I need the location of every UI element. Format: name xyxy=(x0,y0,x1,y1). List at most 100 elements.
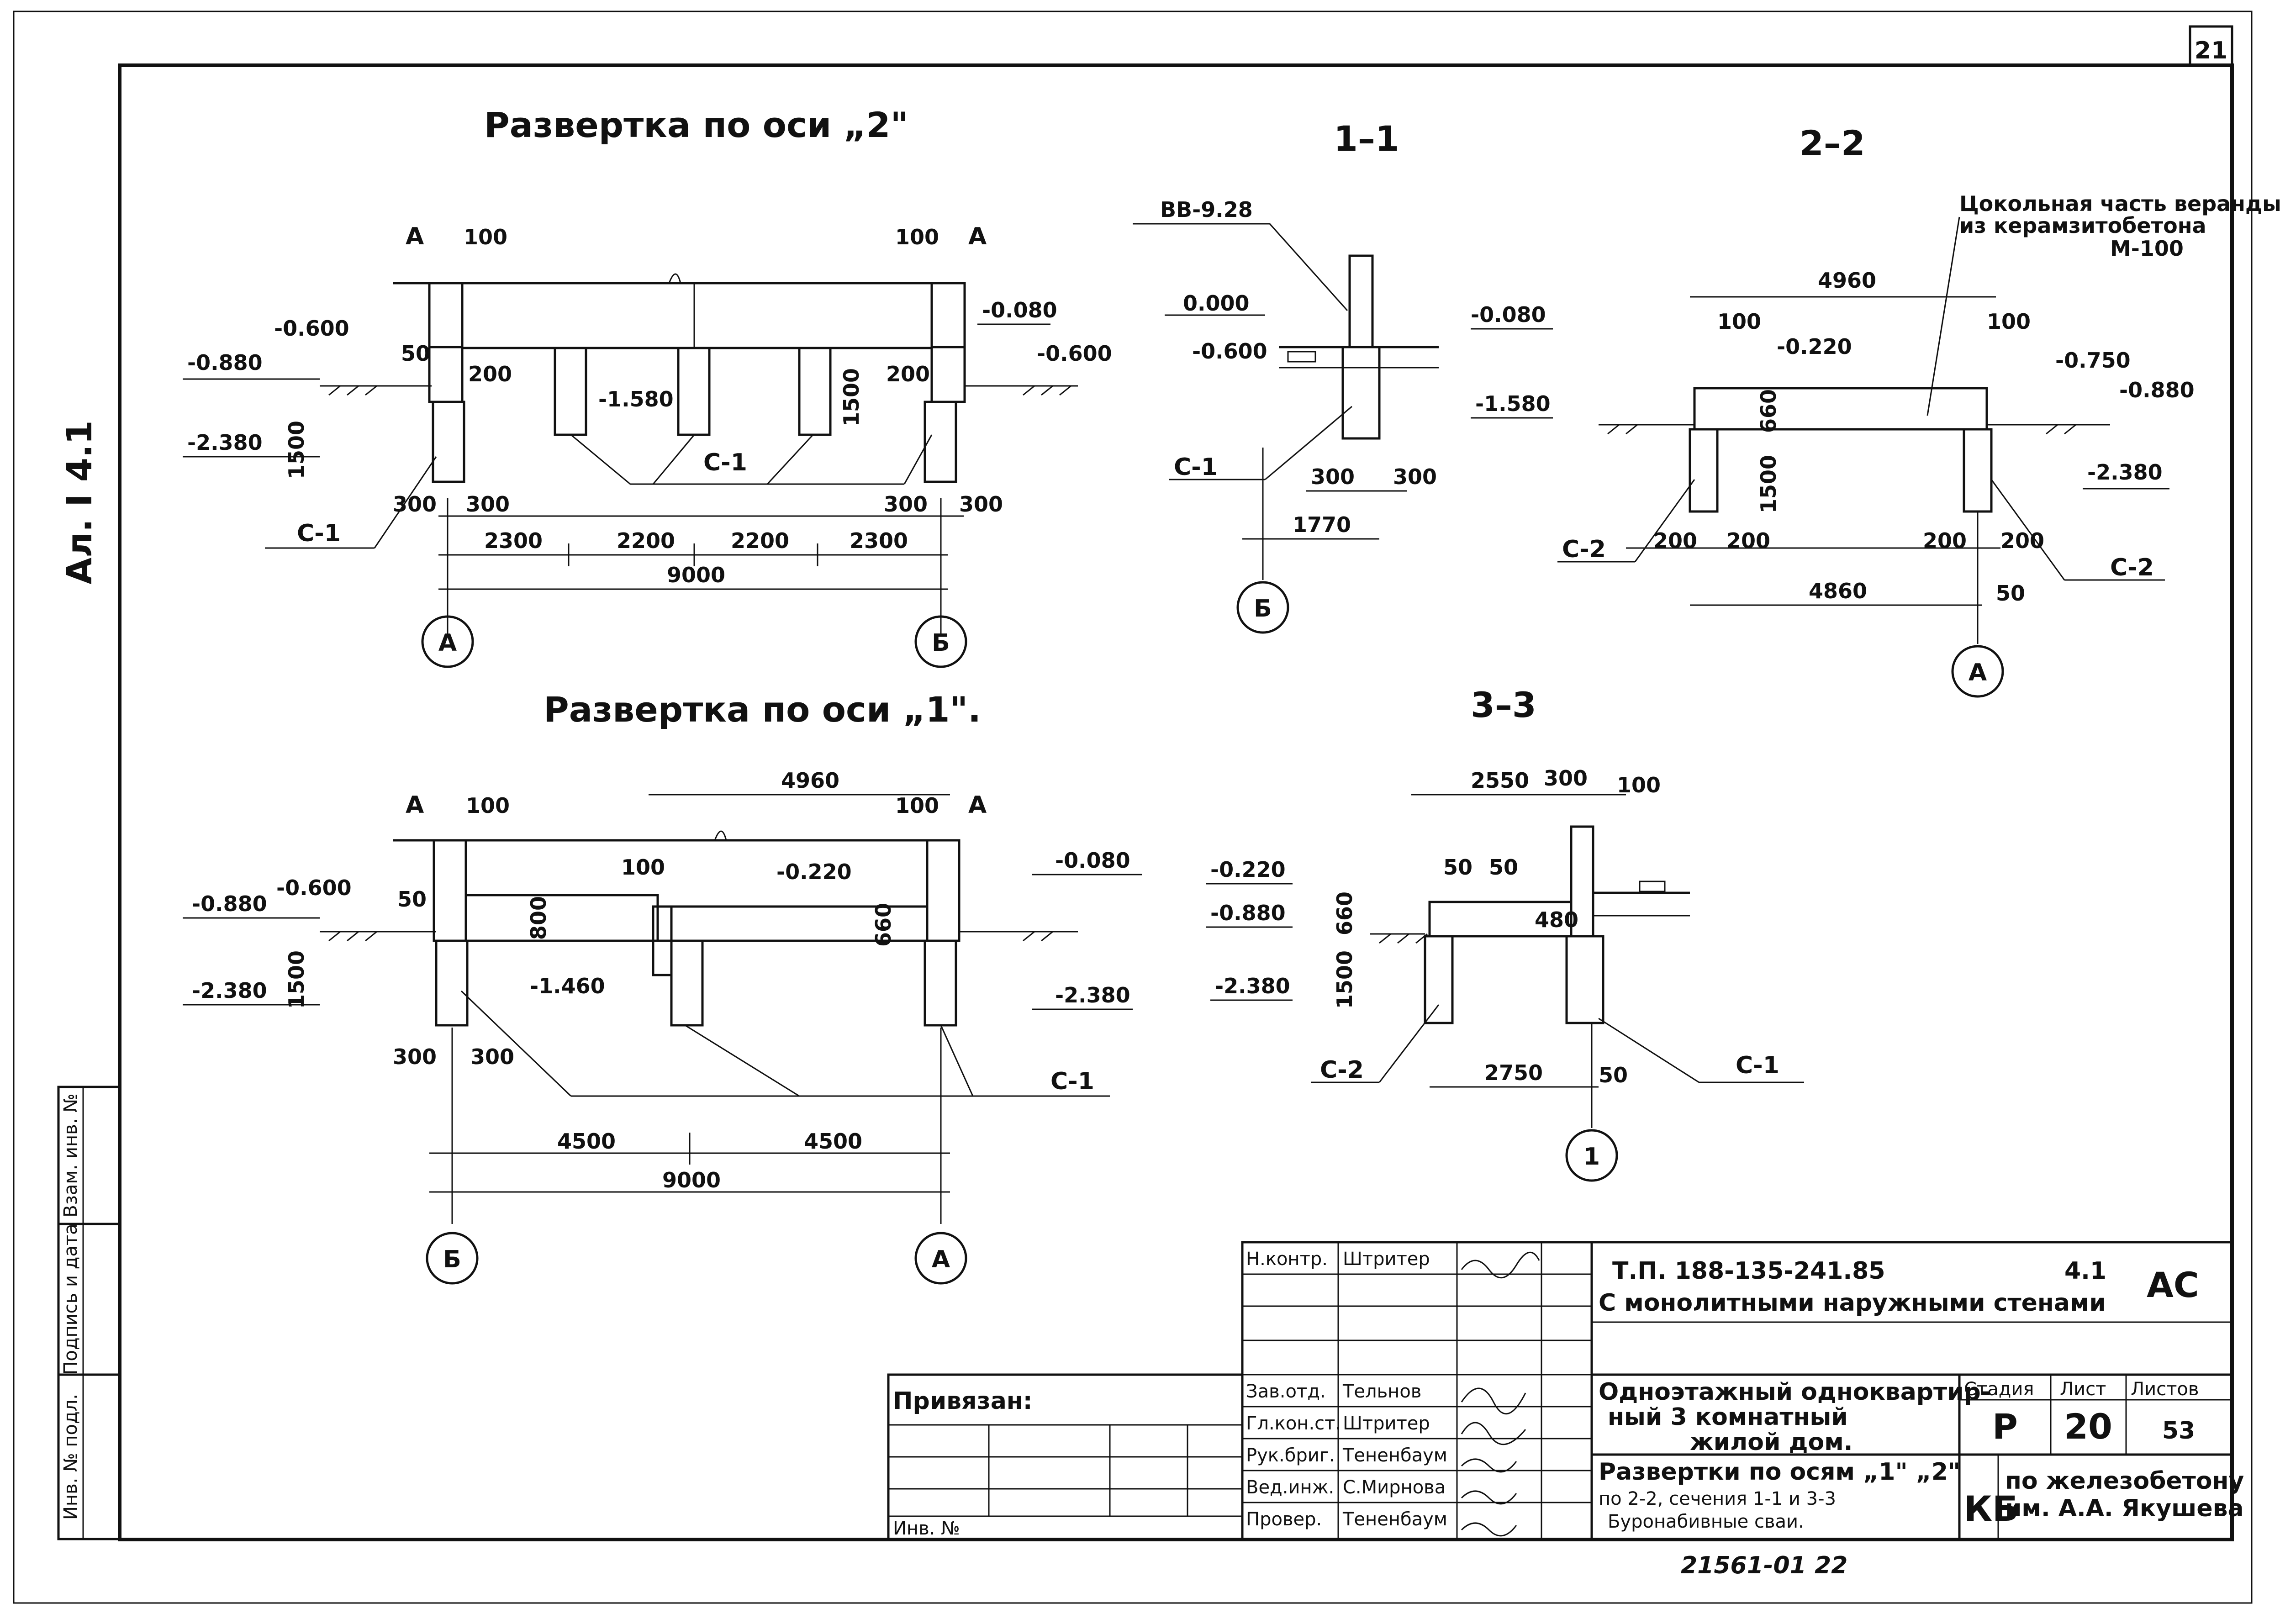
sec22-mark-c2-left: С-2 xyxy=(1562,536,1606,563)
sec11-level-0080: -0.080 xyxy=(1471,302,1546,327)
sec22-dim-660: 660 xyxy=(1756,389,1781,433)
elev1-dim-660: 660 xyxy=(871,903,896,947)
elev1-level-0880: -0.880 xyxy=(192,891,267,916)
tb-drawing-line3: Буронабивные сваи. xyxy=(1608,1511,1804,1532)
sec33-dim-50a: 50 xyxy=(1443,855,1472,880)
sec33-dim-50b: 50 xyxy=(1489,855,1518,880)
sec22-dim-4960: 4960 xyxy=(1818,268,1876,293)
elev1-level-1460: -1.460 xyxy=(530,974,605,998)
tb-object-line2: ный 3 комнатный xyxy=(1608,1403,1848,1431)
tb-tied-label: Привязан: xyxy=(893,1387,1033,1415)
elev2-dim-1500b: 1500 xyxy=(839,368,864,427)
sec22-dim-200d: 200 xyxy=(2000,528,2044,553)
elev2-dim-2200a: 2200 xyxy=(617,528,675,553)
elev2-level-0600-left: -0.600 xyxy=(274,316,349,341)
sec33-dim-660: 660 xyxy=(1332,891,1357,935)
sec33-dim-2750: 2750 xyxy=(1484,1060,1543,1085)
sec11-dim-300b: 300 xyxy=(1393,464,1437,489)
sec11-dim-300a: 300 xyxy=(1311,464,1355,489)
sec22-dim-1500: 1500 xyxy=(1756,455,1781,513)
elev2-level-2380: -2.380 xyxy=(187,430,263,455)
elev1-level-0080: -0.080 xyxy=(1055,848,1130,873)
tb-name-5: Тененбаум xyxy=(1342,1445,1447,1466)
section-2-2: 2–2 Цокольная часть веранды из керамзито… xyxy=(1557,123,2280,698)
elevation-axis-2: Развертка по оси „2" С-1 С-1 xyxy=(183,105,1112,668)
elev1-dim-300b: 300 xyxy=(470,1044,514,1069)
elev2-dim-100a: 100 xyxy=(464,225,507,249)
sec22-axis-bubble xyxy=(1951,645,2004,698)
elev1-title: Развертка по оси „1". xyxy=(544,689,981,730)
elev1-dim-300a: 300 xyxy=(393,1044,437,1069)
signature-3 xyxy=(1461,1422,1526,1445)
sec11-level-0000: 0.000 xyxy=(1183,291,1250,316)
elev1-dim-800: 800 xyxy=(526,896,551,940)
sheet-number-box xyxy=(2189,25,2233,67)
elev1-mark-c1: С-1 xyxy=(1050,1068,1094,1095)
tb-subtitle: С монолитными наружными стенами xyxy=(1599,1289,2106,1317)
sec22-dim-100a: 100 xyxy=(1717,309,1761,334)
elev1-level-2380-right: -2.380 xyxy=(1055,983,1130,1007)
sec22-title: 2–2 xyxy=(1800,123,1865,163)
elev1-level-0220: -0.220 xyxy=(776,859,852,884)
stamp-inv-podl: Инв. № подл. xyxy=(60,1394,81,1520)
elev1-dim-1500: 1500 xyxy=(284,950,309,1009)
tb-inv-label: Инв. № xyxy=(893,1518,960,1539)
elev2-dim-300d: 300 xyxy=(959,492,1003,517)
sec22-note-2: из керамзитобетона xyxy=(1959,213,2206,238)
elev1-axis-letter-a: A xyxy=(406,791,424,819)
side-stamp: Инв. № подл. Подпись и дата Взам. инв. № xyxy=(57,1086,121,1540)
signature-4 xyxy=(1461,1458,1517,1473)
tb-org-line2: им. А.А. Якушева xyxy=(2005,1495,2244,1522)
elev2-axis-letter-a: A xyxy=(406,223,424,250)
tb-sheet-header: Лист xyxy=(2060,1379,2106,1400)
tb-role-4: Гл.кон.ст. xyxy=(1246,1413,1341,1434)
sec22-dim-200a: 200 xyxy=(1653,528,1697,553)
elev2-axis-a-bubble xyxy=(421,615,474,668)
sec33-dim-1500: 1500 xyxy=(1332,950,1357,1009)
elev2-level-0880: -0.880 xyxy=(187,350,263,375)
section-3-3: 3–3 2550 300 100 50 50 660 480 1500 -0.2… xyxy=(1206,685,1804,1182)
elev2-dim-200b: 200 xyxy=(886,362,930,386)
tb-drawing-line1: Развертки по осям „1" „2" xyxy=(1599,1458,1960,1486)
elev1-axis-a: А xyxy=(932,1246,950,1273)
elev2-dim-300b: 300 xyxy=(466,492,510,517)
elev1-dim-4500a: 4500 xyxy=(557,1129,616,1154)
elev1-dim-4500b: 4500 xyxy=(804,1129,862,1154)
elev1-dim-50: 50 xyxy=(397,887,427,912)
tb-org-line1: по железобетону xyxy=(2005,1467,2244,1495)
elev2-dim-300c: 300 xyxy=(884,492,928,517)
sec11-bb-label: ВВ-9.28 xyxy=(1160,197,1253,222)
sec33-dim-300: 300 xyxy=(1544,766,1588,791)
elev1-dim-9000: 9000 xyxy=(662,1168,721,1192)
signature-1 xyxy=(1461,1251,1540,1279)
elev2-mark-c1-center: С-1 xyxy=(703,449,747,476)
tb-stage: Р xyxy=(1992,1406,2018,1447)
tb-role-6: Вед.инж. xyxy=(1246,1477,1334,1498)
sec33-dim-480: 480 xyxy=(1535,907,1578,932)
elev2-axis-b: Б xyxy=(932,629,950,657)
elev2-dim-200a: 200 xyxy=(468,362,512,386)
tb-stage-header: Стадия xyxy=(1964,1379,2034,1400)
stamp-vzam-inv: Взам. инв. № xyxy=(60,1093,81,1218)
elev2-dim-100b: 100 xyxy=(895,225,939,249)
sec11-mark-c1: С-1 xyxy=(1174,453,1218,481)
tb-name-4: Штритер xyxy=(1343,1413,1430,1434)
sec22-note-3: М-100 xyxy=(2110,236,2184,261)
footer-code: 21561-01 22 xyxy=(1681,1552,1847,1579)
sec11-level-1580: -1.580 xyxy=(1475,391,1551,416)
sec33-mark-c1: С-1 xyxy=(1736,1052,1779,1079)
elev1-dim-100c: 100 xyxy=(621,855,665,880)
sec33-title: 3–3 xyxy=(1471,685,1536,725)
elev2-axis-b-bubble xyxy=(914,615,967,668)
tb-role-3: Зав.отд. xyxy=(1246,1381,1326,1402)
elev1-dim-4960: 4960 xyxy=(781,768,839,793)
tb-stamp: АС xyxy=(2147,1265,2199,1305)
sec11-axis: Б xyxy=(1254,595,1272,622)
sec22-dim-200b: 200 xyxy=(1726,528,1770,553)
elev1-axis-b: Б xyxy=(443,1246,461,1273)
tb-name-0: Штритер xyxy=(1343,1249,1430,1270)
sec33-dim-50c: 50 xyxy=(1599,1063,1628,1087)
elevation-axis-1: Развертка по оси „1". 4960 A 100 100 A 1… xyxy=(183,689,1142,1285)
elev2-level-0080: -0.080 xyxy=(982,298,1057,322)
sec22-dim-200c: 200 xyxy=(1923,528,1967,553)
